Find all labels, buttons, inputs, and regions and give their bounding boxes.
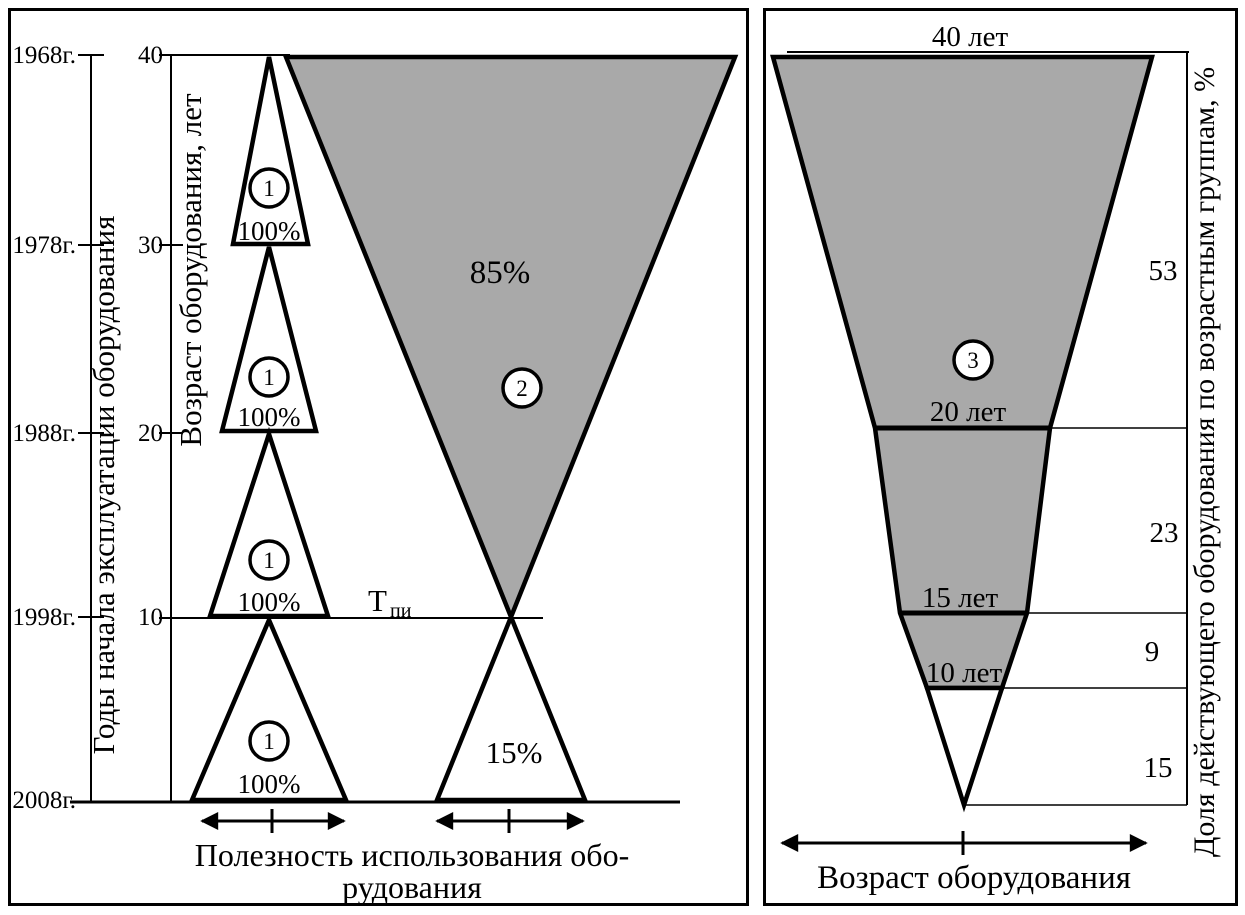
residual-value: 15% (486, 735, 543, 770)
share-value: 9 (1145, 636, 1160, 668)
generation-triangle-4 (188, 614, 350, 803)
marker-number: 2 (516, 376, 528, 401)
triangle-value: 100% (238, 402, 301, 432)
share-value: 15 (1144, 752, 1173, 784)
marker-circle (501, 367, 543, 409)
age-level-label: 20 лет (930, 396, 1007, 428)
marker-number: 1 (263, 548, 275, 573)
age-level-label: 10 лет (926, 657, 1003, 689)
share-value: 53 (1149, 255, 1178, 287)
funnel-white-tip (923, 685, 1006, 813)
right-panel: 40 лет 20 лет 15 лет 10 лет 53 23 9 15 3… (763, 8, 1238, 906)
marker-circle (248, 539, 290, 581)
age-label: 40 (138, 42, 163, 69)
age-label: 20 (138, 420, 163, 447)
left-panel-border (8, 8, 749, 906)
triangle-value: 100% (238, 216, 301, 246)
marker-circle (952, 339, 994, 381)
left-panel: 1968г. 1978г. 1988г. 1998г. 2008г. 40 30… (8, 8, 749, 906)
left-caption-line2: рудования (342, 869, 482, 905)
residual-triangle (433, 610, 589, 803)
wear-zone-triangle (282, 54, 739, 624)
age-level-label: 40 лет (932, 21, 1009, 53)
year-label: 1978г. (12, 232, 76, 259)
share-axis-title: Доля действующего оборудования по возрас… (1188, 67, 1221, 857)
marker-circle (248, 720, 290, 762)
marker-circle (248, 356, 290, 398)
age-label: 30 (138, 232, 163, 259)
marker-number: 1 (263, 729, 275, 754)
year-axis-title: Годы начала эксплуатации оборудования (86, 216, 121, 755)
marker-number: 3 (967, 348, 979, 373)
year-label: 1988г. (12, 420, 76, 447)
marker-circle (248, 167, 290, 209)
share-value: 23 (1150, 517, 1179, 549)
age-label: 10 (138, 604, 163, 631)
year-label: 1998г. (12, 604, 76, 631)
year-label: 2008г. (12, 787, 76, 814)
age-level-label: 15 лет (922, 582, 999, 614)
age-axis-title: Возраст оборудования, лет (173, 93, 208, 447)
left-caption-line1: Полезность использования обо- (195, 837, 629, 873)
right-panel-border (763, 8, 1238, 906)
triangle-value: 100% (238, 769, 301, 799)
wear-zone-value: 85% (470, 255, 531, 291)
triangle-value: 100% (238, 587, 301, 617)
right-caption: Возраст оборудования (817, 860, 1131, 896)
t-pi-label: Т (368, 583, 387, 618)
year-label: 1968г. (12, 42, 76, 69)
marker-number: 1 (263, 176, 275, 201)
marker-number: 1 (263, 365, 275, 390)
t-pi-subscript: пи (390, 600, 412, 622)
